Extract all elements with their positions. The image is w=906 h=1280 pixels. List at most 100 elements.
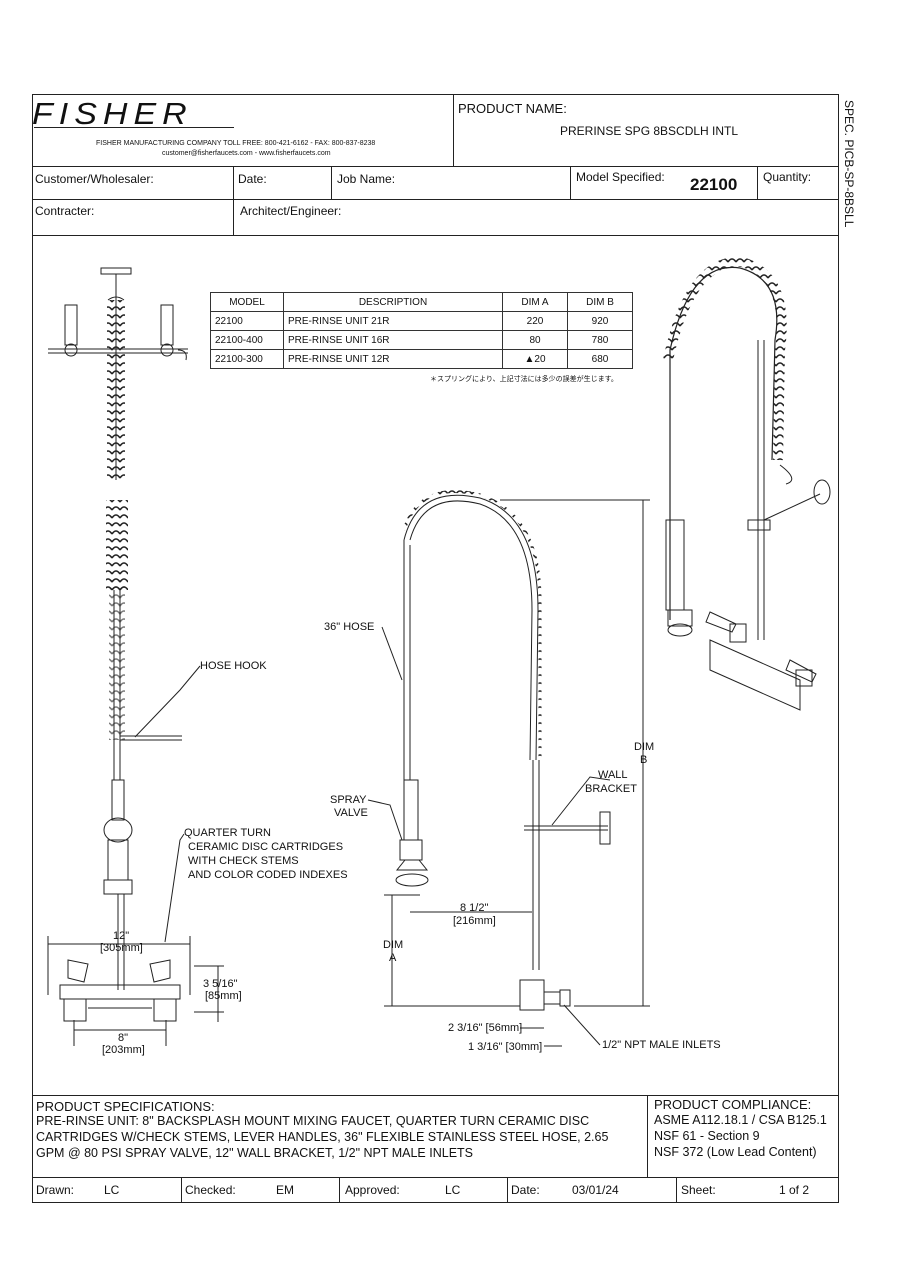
quantity-label: Quantity: — [763, 170, 812, 184]
table-cell: 780 — [567, 330, 633, 350]
label-hose-hook: HOSE HOOK — [200, 660, 267, 672]
label-cartridge-2: CERAMIC DISC CARTRIDGES — [188, 841, 344, 853]
table-cell: 80 — [502, 330, 568, 350]
label-hose: 36" HOSE — [324, 621, 375, 633]
label-dim-812: 8 1/2" — [460, 902, 489, 914]
model-table: MODEL DESCRIPTION DIM A DIM B 22100 PRE-… — [210, 292, 633, 369]
label-dim-3516-mm: [85mm] — [205, 990, 242, 1002]
product-name-label: PRODUCT NAME: — [458, 101, 567, 116]
specs-title: PRODUCT SPECIFICATIONS: — [36, 1099, 215, 1114]
header-divider — [32, 166, 839, 167]
table-cell: 22100 — [210, 311, 284, 331]
specs-top — [32, 1095, 839, 1096]
info-v2 — [331, 166, 332, 199]
info-row-divider — [32, 199, 839, 200]
info-v1 — [233, 166, 234, 235]
specs-line: CARTRIDGES W/CHECK STEMS, LEVER HANDLES,… — [36, 1130, 609, 1144]
table-header-row: MODEL DESCRIPTION DIM A DIM B — [210, 292, 633, 312]
company-logo: FISHER — [32, 96, 193, 132]
info-v4 — [757, 166, 758, 199]
footer-date-label: Date: — [511, 1183, 540, 1197]
drawn-label: Drawn: — [36, 1183, 75, 1197]
side-spec-code: SPEC. PICB-SP-8BSLL — [842, 100, 856, 228]
label-dim-812-mm: [216mm] — [453, 915, 496, 927]
compliance-line: NSF 372 (Low Lead Content) — [654, 1145, 817, 1159]
model-specified-label: Model Specified: — [576, 170, 665, 184]
contractor-label: Contracter: — [35, 204, 95, 218]
footer-v4 — [676, 1177, 677, 1202]
company-line: FISHER MANUFACTURING COMPANY TOLL FREE: … — [96, 140, 376, 147]
footer-date-value: 03/01/24 — [572, 1183, 619, 1197]
frame-bottom — [32, 1202, 839, 1203]
label-dim-b-2: B — [640, 754, 648, 766]
label-dim-8: 8" — [118, 1032, 129, 1044]
specs-vertical — [647, 1095, 648, 1177]
specs-line: GPM @ 80 PSI SPRAY VALVE, 12" WALL BRACK… — [36, 1146, 473, 1160]
label-dim-b-1: DIM — [634, 741, 655, 753]
checked-label: Checked: — [185, 1183, 236, 1197]
label-wall-bracket-1: WALL — [598, 769, 628, 781]
label-dim-1316: 1 3/16" [30mm] — [468, 1041, 543, 1053]
label-dim-12-mm: [305mm] — [100, 942, 143, 954]
footer-v1 — [181, 1177, 182, 1202]
table-header: DIM A — [502, 292, 568, 312]
table-cell: 920 — [567, 311, 633, 331]
frame-right — [838, 94, 839, 1203]
info-v3 — [570, 166, 571, 199]
table-cell: 22100-300 — [210, 349, 284, 369]
label-dim-3516: 3 5/16" — [203, 978, 238, 990]
architect-label: Architect/Engineer: — [240, 204, 342, 218]
logo-underline — [34, 127, 234, 128]
compliance-title: PRODUCT COMPLIANCE: — [654, 1097, 812, 1112]
specs-line: PRE-RINSE UNIT: 8" BACKSPLASH MOUNT MIXI… — [36, 1114, 590, 1128]
table-cell: ▲20 — [502, 349, 568, 369]
label-dim-a-2: A — [389, 952, 397, 964]
table-header: MODEL — [210, 292, 284, 312]
table-cell: 22100-400 — [210, 330, 284, 350]
label-spray-valve-2: VALVE — [334, 807, 368, 819]
contact-line: customer@fisherfaucets.com - www.fisherf… — [162, 150, 331, 157]
label-dim-2316: 2 3/16" [56mm] — [448, 1022, 523, 1034]
footer-v3 — [507, 1177, 508, 1202]
table-note: ＊スプリングにより、上記寸法には多少の誤差が生じます。 — [430, 376, 618, 383]
approved-label: Approved: — [345, 1183, 400, 1197]
sheet-value: 1 of 2 — [779, 1183, 810, 1197]
table-row: 22100 PRE-RINSE UNIT 21R 220 920 — [210, 311, 633, 331]
table-cell: PRE-RINSE UNIT 21R — [283, 311, 503, 331]
date-label: Date: — [238, 172, 267, 186]
table-cell: PRE-RINSE UNIT 12R — [283, 349, 503, 369]
label-cartridge-1: QUARTER TURN — [184, 827, 271, 839]
label-dim-12: 12" — [113, 930, 130, 942]
table-cell: 680 — [567, 349, 633, 369]
table-header: DESCRIPTION — [283, 292, 503, 312]
table-cell: PRE-RINSE UNIT 16R — [283, 330, 503, 350]
customer-label: Customer/Wholesaler: — [35, 172, 154, 186]
model-specified-value: 22100 — [690, 175, 738, 194]
table-row: 22100-400 PRE-RINSE UNIT 16R 80 780 — [210, 330, 633, 350]
footer-top — [32, 1177, 839, 1178]
compliance-line: NSF 61 - Section 9 — [654, 1129, 760, 1143]
sheet-label: Sheet: — [681, 1183, 716, 1197]
label-wall-bracket-2: BRACKET — [585, 783, 637, 795]
product-name: PRERINSE SPG 8BSCDLH INTL — [560, 124, 739, 138]
header-vertical — [453, 94, 454, 166]
compliance-line: ASME A112.18.1 / CSA B125.1 — [654, 1113, 827, 1127]
checked-value: EM — [276, 1183, 294, 1197]
frame-top — [32, 94, 839, 95]
label-cartridge-4: AND COLOR CODED INDEXES — [188, 869, 348, 881]
label-dim-a-1: DIM — [383, 939, 404, 951]
label-cartridge-3: WITH CHECK STEMS — [188, 855, 299, 867]
table-header: DIM B — [567, 292, 633, 312]
table-cell: 220 — [502, 311, 568, 331]
label-npt-inlets: 1/2" NPT MALE INLETS — [602, 1039, 721, 1051]
approved-value: LC — [445, 1183, 461, 1197]
table-row: 22100-300 PRE-RINSE UNIT 12R ▲20 680 — [210, 349, 633, 369]
label-dim-8-mm: [203mm] — [102, 1044, 145, 1056]
footer-v2 — [339, 1177, 340, 1202]
label-spray-valve-1: SPRAY — [330, 794, 367, 806]
frame-left — [32, 94, 33, 1203]
info-bottom — [32, 235, 839, 236]
job-name-label: Job Name: — [337, 172, 396, 186]
drawn-value: LC — [104, 1183, 120, 1197]
